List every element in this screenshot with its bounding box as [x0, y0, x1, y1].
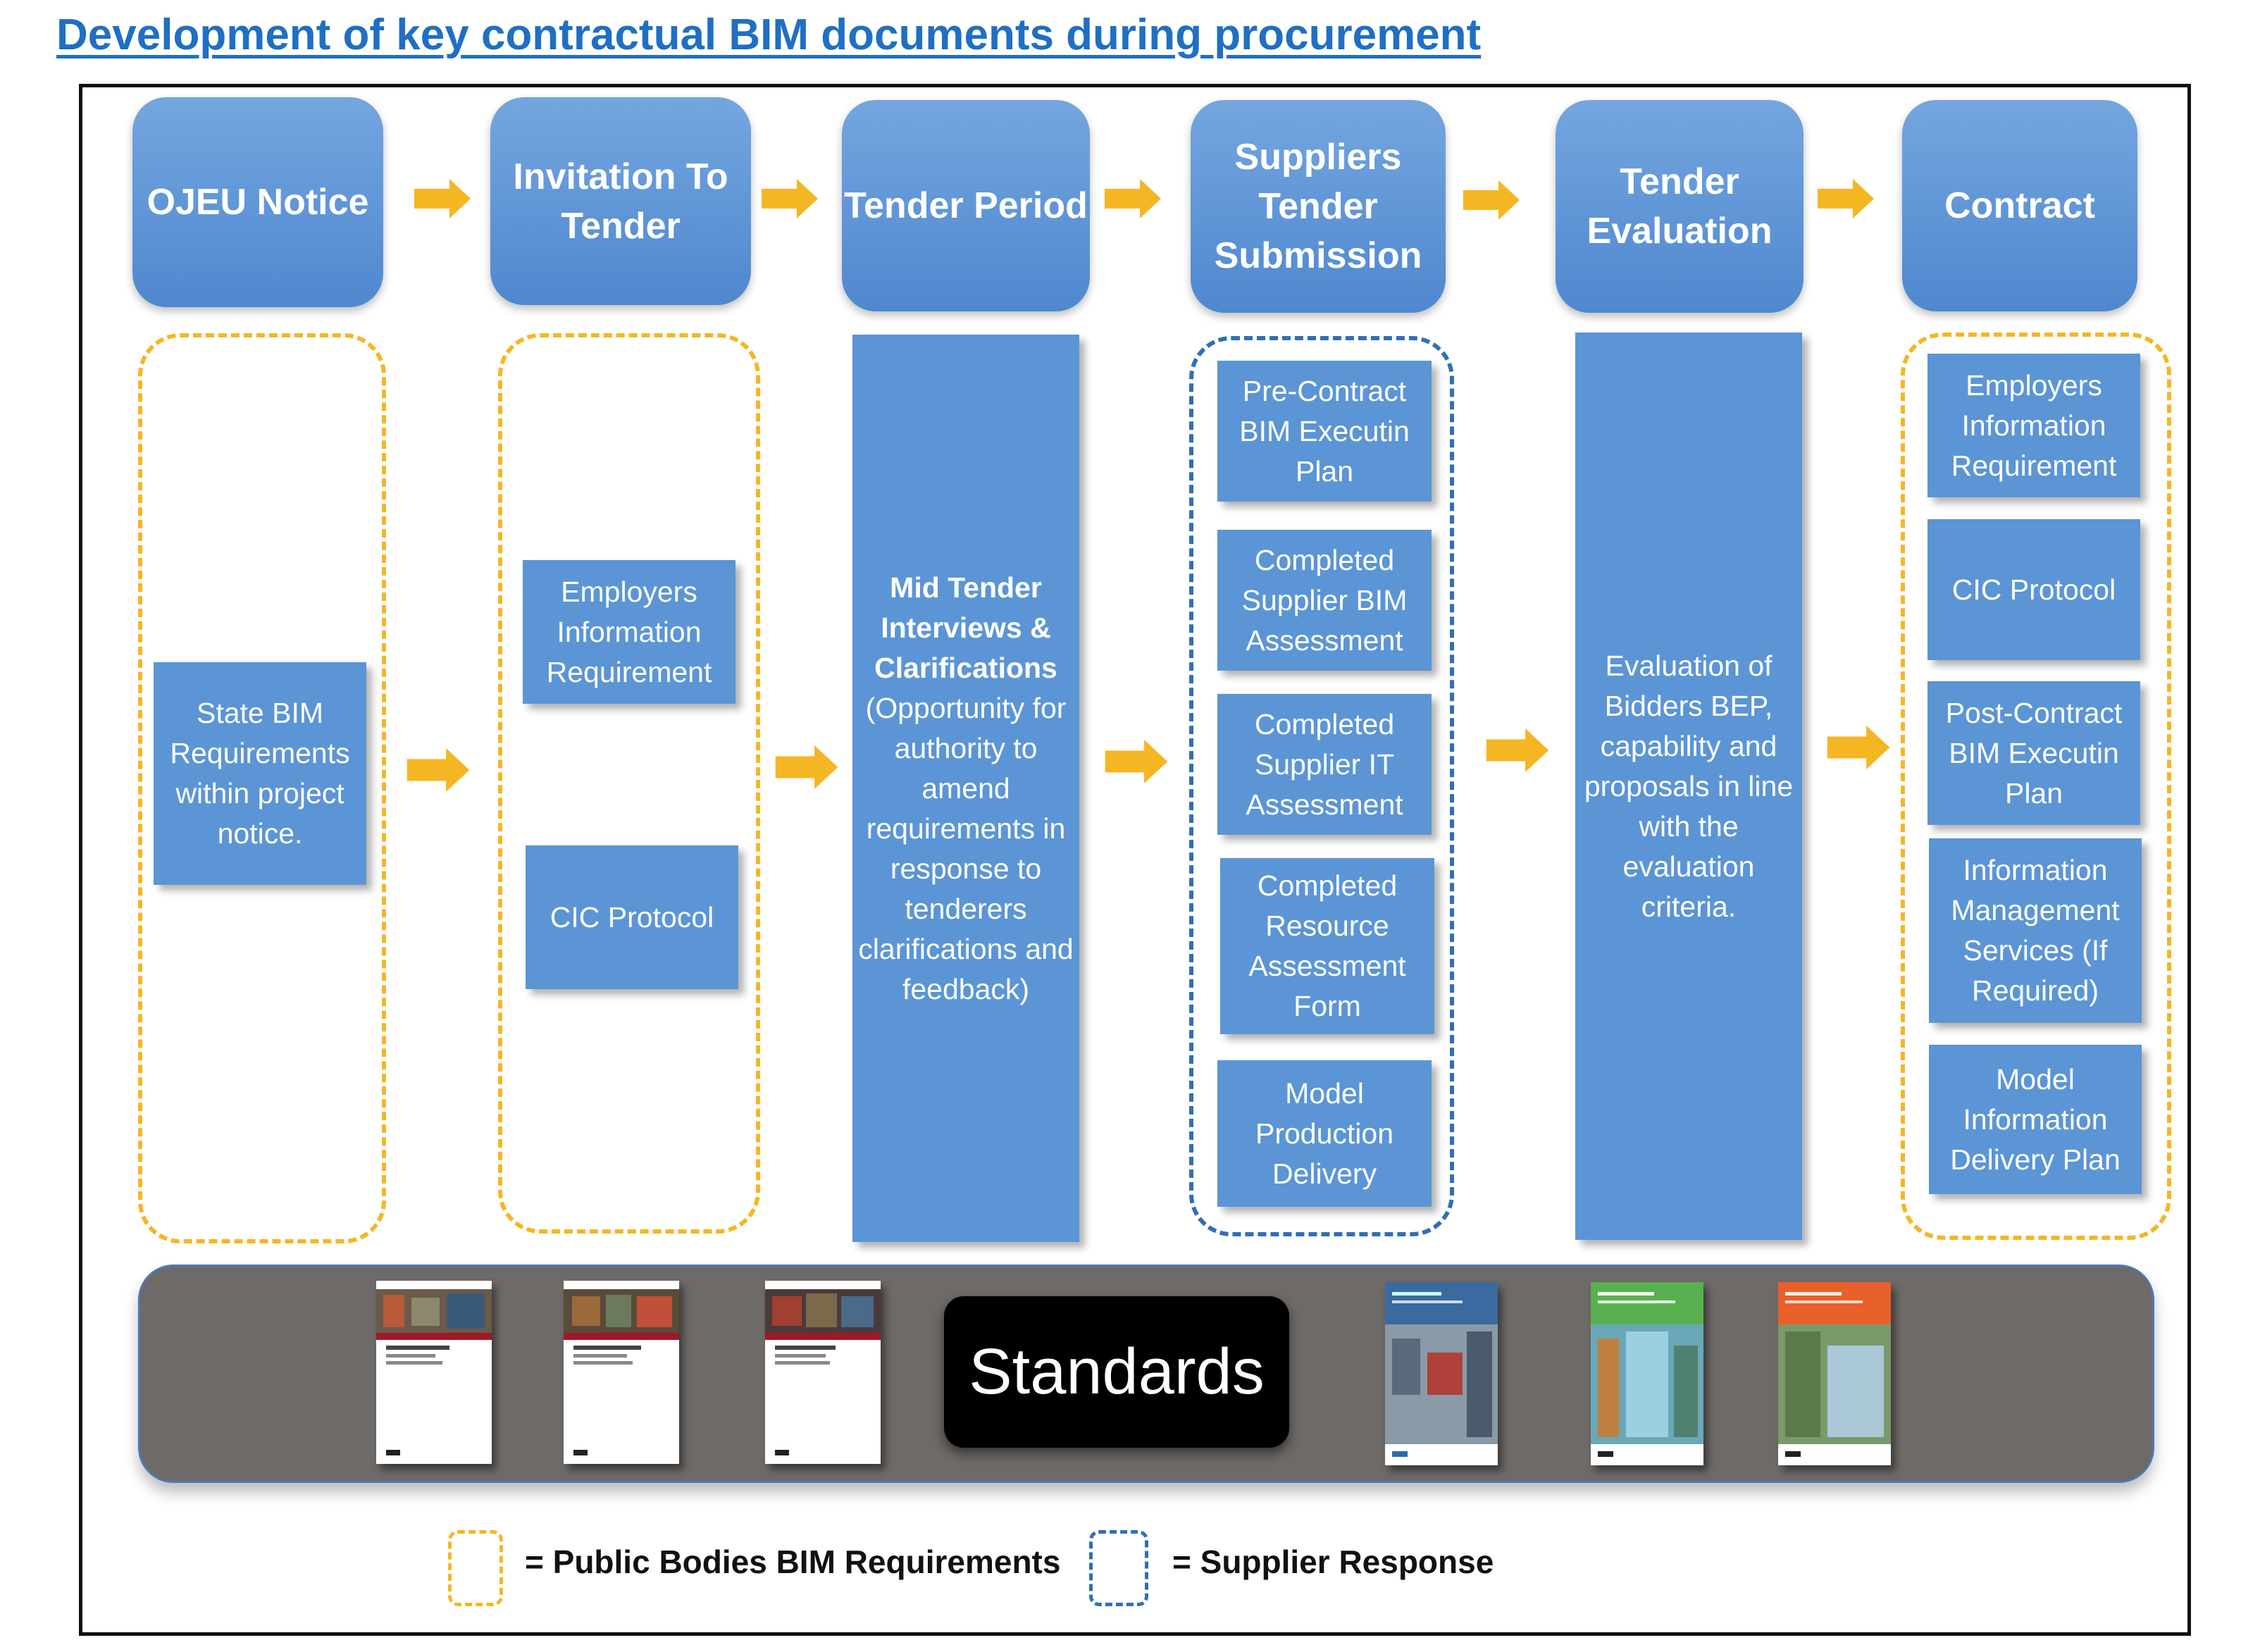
post-contract-bep-box: Post-Contract BIM Executin Plan: [1927, 681, 2140, 825]
mid-tender-heading: Mid Tender Interviews & Clarifications: [874, 571, 1057, 684]
public-requirements-group-contract: [1901, 333, 2171, 1240]
flow-arrow-icon: [414, 179, 471, 218]
flow-arrow-icon: [1105, 179, 1161, 218]
flow-arrow-icon: [1486, 728, 1549, 772]
information-management-services-box: Information Management Services (If Requ…: [1929, 838, 2142, 1023]
standard-document-cover-image: [376, 1281, 492, 1464]
supplier-bim-assessment-box: Completed Supplier BIM Assessment: [1217, 530, 1432, 671]
flow-arrow-icon: [1105, 740, 1168, 783]
supplier-it-assessment-box: Completed Supplier IT Assessment: [1217, 694, 1432, 835]
mid-tender-description: (Opportunity for authority to amend requ…: [858, 691, 1074, 1005]
legend-public-label: = Public Bodies BIM Requirements: [525, 1544, 1061, 1580]
standard-document-cover-image: [1778, 1282, 1891, 1465]
public-requirements-group-ojeu: [138, 333, 386, 1243]
legend-public-swatch: [448, 1530, 503, 1606]
page-title: Development of key contractual BIM docum…: [56, 11, 1482, 59]
public-requirements-group-itt: [498, 333, 760, 1234]
stage-tender-evaluation: Tender Evaluation: [1556, 100, 1804, 313]
standard-document-cover-image: [765, 1281, 881, 1464]
contract-cic-protocol: CIC Protocol: [1927, 519, 2140, 660]
standard-document-cover-image: [1385, 1282, 1498, 1465]
legend-supplier-swatch: [1089, 1530, 1148, 1606]
pre-contract-bep-box: Pre-Contract BIM Executin Plan: [1217, 361, 1432, 502]
stage-tender-period: Tender Period: [842, 100, 1090, 311]
flow-arrow-icon: [775, 745, 838, 789]
stage-suppliers-tender-submission: Suppliers Tender Submission: [1191, 100, 1446, 313]
model-information-delivery-plan-box: Model Information Delivery Plan: [1929, 1045, 2142, 1194]
contract-employers-information-requirement: Employers Information Requirement: [1927, 354, 2140, 497]
flow-arrow-icon: [1827, 726, 1890, 769]
evaluation-box: Evaluation of Bidders BEP, capability an…: [1575, 333, 1802, 1240]
stage-invitation-to-tender: Invitation To Tender: [490, 97, 751, 305]
flow-arrow-icon: [406, 748, 470, 792]
resource-assessment-form-box: Completed Resource Assessment Form: [1220, 858, 1434, 1034]
itt-employers-information-requirement: Employers Information Requirement: [523, 560, 735, 704]
itt-cic-protocol: CIC Protocol: [526, 845, 738, 989]
standard-document-cover-image: [1591, 1282, 1703, 1465]
diagram-frame: [79, 84, 2191, 1636]
model-production-delivery-box: Model Production Delivery: [1217, 1060, 1432, 1207]
legend-supplier-label: = Supplier Response: [1172, 1544, 1494, 1580]
mid-tender-interviews-box: Mid Tender Interviews & Clarifications (…: [852, 335, 1079, 1242]
standard-document-cover-image: [564, 1281, 679, 1464]
flow-arrow-icon: [1463, 180, 1520, 220]
state-bim-requirements-box: State BIM Requirements within project no…: [154, 662, 366, 885]
stage-contract: Contract: [1902, 100, 2137, 311]
flow-arrow-icon: [1818, 179, 1874, 218]
stage-ojeu-notice: OJEU Notice: [132, 97, 383, 307]
flow-arrow-icon: [762, 179, 818, 218]
standards-badge: Standards: [944, 1296, 1289, 1448]
supplier-response-group: [1189, 336, 1454, 1236]
